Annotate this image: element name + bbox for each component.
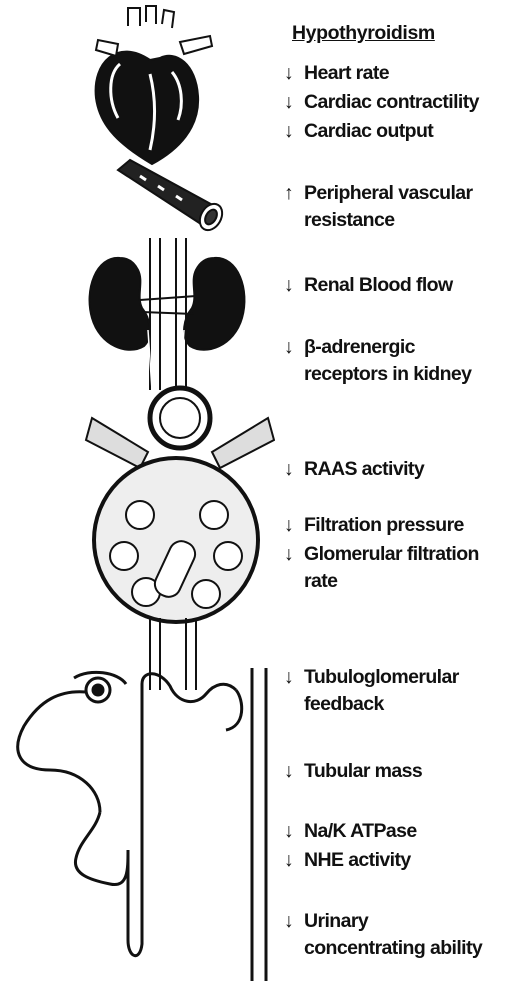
down-arrow-icon: ↓ xyxy=(284,512,304,539)
up-arrow-icon: ↑ xyxy=(284,180,304,207)
label-na-k-atpase: ↓Na/K ATPase xyxy=(284,818,520,845)
glomerulus-icon xyxy=(86,388,274,690)
down-arrow-icon: ↓ xyxy=(284,908,304,935)
down-arrow-icon: ↓ xyxy=(284,541,304,568)
label-cardiac-contractility: ↓Cardiac contractility xyxy=(284,89,520,116)
illustrations-panel xyxy=(0,0,275,981)
down-arrow-icon: ↓ xyxy=(284,334,304,361)
label-nhe-activity: ↓NHE activity xyxy=(284,847,520,874)
kidneys-icon xyxy=(90,238,245,390)
down-arrow-icon: ↓ xyxy=(284,818,304,845)
label-tubular-mass: ↓Tubular mass xyxy=(284,758,520,785)
label-raas-activity: ↓RAAS activity xyxy=(284,456,520,483)
down-arrow-icon: ↓ xyxy=(284,847,304,874)
down-arrow-icon: ↓ xyxy=(284,758,304,785)
label-filtration-pressure: ↓Filtration pressure xyxy=(284,512,520,539)
title: Hypothyroidism xyxy=(292,22,435,45)
blood-vessel-icon xyxy=(118,160,227,234)
down-arrow-icon: ↓ xyxy=(284,118,304,145)
nephron-icon xyxy=(18,668,266,981)
label-heart-rate: ↓Heart rate xyxy=(284,60,520,87)
down-arrow-icon: ↓ xyxy=(284,89,304,116)
heart-icon xyxy=(96,6,212,164)
down-arrow-icon: ↓ xyxy=(284,272,304,299)
down-arrow-icon: ↓ xyxy=(284,60,304,87)
down-arrow-icon: ↓ xyxy=(284,664,304,691)
down-arrow-icon: ↓ xyxy=(284,456,304,483)
label-renal-blood-flow: ↓Renal Blood flow xyxy=(284,272,520,299)
label-cardiac-output: ↓Cardiac output xyxy=(284,118,520,145)
